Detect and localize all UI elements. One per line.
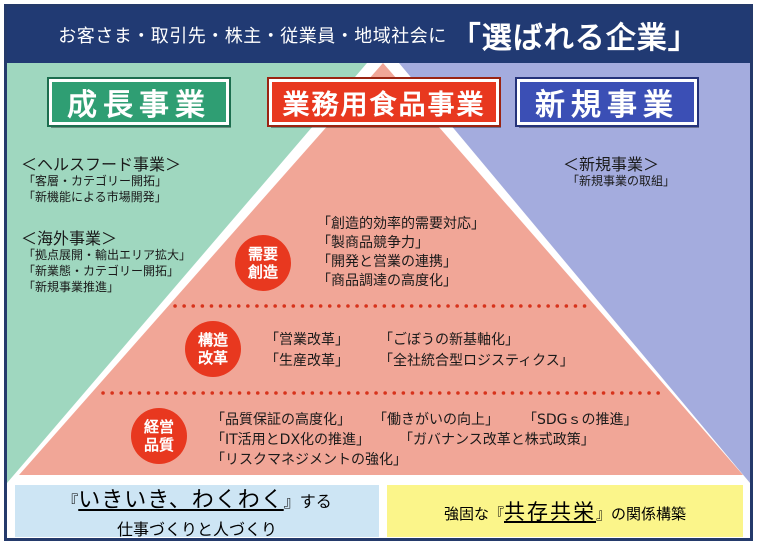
tier-item: 「SDGｓの推進」	[523, 412, 638, 428]
footer-people-slogan: 『いきいき、わくわく』する 仕事づくりと人づくり	[15, 482, 379, 539]
partnership-prefix: 強固な	[443, 505, 489, 523]
tier-item: 「働きがいの向上」	[373, 412, 499, 428]
partnership-open-bracket: 『	[488, 505, 504, 523]
tier-item: 「製商品競争力」	[317, 235, 429, 251]
tier-item: 「品質保証の高度化」	[211, 412, 351, 428]
badge-line: 改革	[197, 349, 228, 367]
growth-group-item: 「客層・カテゴリー開拓」	[23, 174, 168, 188]
strategy-diagram: 成長事業 業務用食品事業 新規事業 ＜ヘルスフード事業＞ 「客層・カテゴリー開拓…	[7, 63, 750, 483]
tier-item: 「生産改革」	[265, 353, 349, 369]
tier-item: 「開発と営業の連携」	[317, 254, 457, 270]
badge-line: 創造	[247, 263, 278, 281]
new-business-group-item: 「新規事業の取組」	[567, 174, 676, 188]
slogan-open-bracket: 『	[62, 492, 79, 511]
growth-area	[7, 63, 367, 483]
new-business-group-heading: ＜新規事業＞	[563, 155, 660, 174]
slogan-highlight: いきいき、わくわく	[78, 488, 284, 513]
tier-item: 「商品調達の高度化」	[317, 273, 457, 289]
partnership-suffix: の関係構築	[611, 505, 687, 523]
partnership-text: 強固な『共存共栄』の関係構築	[444, 496, 686, 526]
header-lead: お客さま・取引先・株主・従業員・地域社会に	[58, 26, 447, 47]
growth-group-heading: ＜ヘルスフード事業＞	[21, 155, 182, 174]
new-business-area	[399, 63, 750, 483]
growth-group-item: 「新業態・カテゴリー開拓」	[23, 264, 180, 278]
tier-item: 「創造的効率的需要対応」	[317, 216, 485, 232]
tier-item: 「全社統合型ロジスティクス」	[379, 353, 574, 369]
tier-item: 「IT活用とDX化の推進」	[211, 432, 371, 448]
tier-item: 「ガバナンス改革と株式政策」	[399, 432, 595, 448]
growth-group-item: 「新規事業推進」	[23, 280, 120, 294]
slogan-close-bracket: 』	[283, 492, 300, 511]
slogan-line-2: 仕事づくりと人づくり	[116, 520, 277, 539]
footer-partnership-slogan: 強固な『共存共栄』の関係構築	[387, 485, 743, 537]
slogan-suffix: する	[299, 492, 332, 511]
growth-group-heading: ＜海外事業＞	[21, 229, 118, 248]
strategy-frame: お客さま・取引先・株主・従業員・地域社会に 「選ばれる企業」 成長事業 業務用食…	[4, 4, 753, 541]
header-emphasis: 「選ばれる企業」	[450, 21, 699, 56]
tier-item: 「リスクマネジメントの強化」	[211, 452, 407, 468]
new-business-title: 新規事業	[515, 77, 699, 127]
slogan-line-1: 『いきいき、わくわく』する	[62, 482, 332, 514]
tier-item: 「営業改革」	[265, 332, 349, 348]
badge-line: 需要	[247, 245, 278, 263]
management-quality-badge: 経営 品質	[131, 408, 187, 464]
core-business-title: 業務用食品事業	[267, 77, 501, 127]
growth-business-title: 成長事業	[47, 77, 231, 127]
structural-reform-badge: 構造 改革	[185, 321, 241, 377]
badge-line: 経営	[143, 418, 174, 436]
demand-creation-badge: 需要 創造	[235, 235, 291, 291]
badge-line: 品質	[143, 436, 174, 454]
partnership-highlight: 共存共栄	[504, 500, 596, 524]
page-header: お客さま・取引先・株主・従業員・地域社会に 「選ばれる企業」	[7, 7, 750, 63]
partnership-close-bracket: 』	[596, 505, 612, 523]
badge-line: 構造	[197, 331, 228, 349]
tier-item: 「ごぼうの新基軸化」	[379, 332, 519, 348]
growth-group-item: 「拠点展開・輸出エリア拡大」	[23, 248, 192, 262]
growth-group-item: 「新機能による市場開発」	[23, 190, 167, 204]
